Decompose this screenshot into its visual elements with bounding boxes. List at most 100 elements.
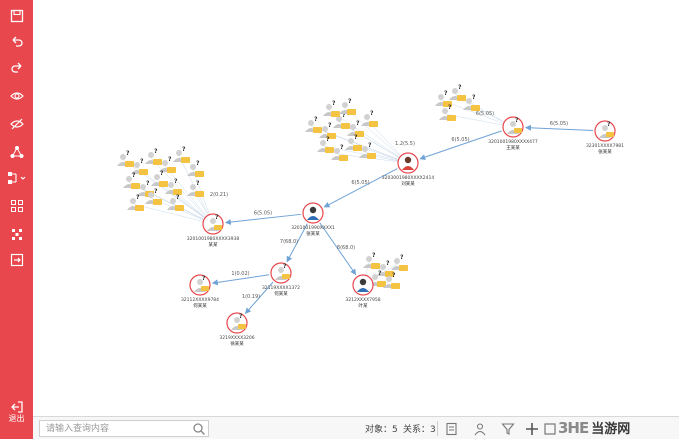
search-input[interactable]	[40, 421, 185, 436]
entity-node[interactable]: ?	[359, 142, 376, 159]
entity-node[interactable]: ?	[361, 110, 378, 127]
entity-node[interactable]: ?	[331, 144, 348, 161]
entity-node[interactable]: ?	[167, 194, 184, 211]
entity-node[interactable]: ?	[317, 136, 334, 153]
relation-edge[interactable]	[319, 222, 357, 276]
person-id-number: 3201001980XXXX3938	[187, 236, 240, 242]
graph-canvas[interactable]: 6(5.05)6(5.05)6(5.05)6(5.05)7(68.0)1(0.0…	[33, 0, 679, 416]
entity-node[interactable]: ?	[145, 188, 162, 205]
entity-node[interactable]: ?	[117, 150, 134, 167]
redo-button[interactable]	[0, 56, 33, 80]
undo-button[interactable]	[0, 30, 33, 54]
edge-label: 6(5.05)	[351, 180, 369, 186]
unknown-person-head	[120, 154, 126, 160]
folder-icon	[399, 265, 408, 271]
unknown-person-head	[380, 264, 386, 270]
person-name-label: 徐某某	[230, 340, 244, 347]
question-mark-icon: ?	[340, 144, 344, 151]
scatter-button[interactable]	[0, 222, 33, 246]
entity-node[interactable]: ?	[165, 178, 182, 195]
question-mark-icon: ?	[354, 134, 358, 141]
folder-icon	[606, 132, 614, 137]
left-toolbar: 退出	[0, 0, 33, 439]
export-button[interactable]	[0, 248, 33, 272]
folder-icon	[471, 105, 480, 111]
entity-node[interactable]: ?	[363, 252, 380, 269]
unknown-person-head	[394, 258, 400, 264]
entity-node[interactable]: ?	[187, 160, 204, 177]
entity-node[interactable]: ?	[187, 180, 204, 197]
relation-edge[interactable]	[524, 124, 594, 131]
male-person-icon	[307, 216, 319, 220]
relation-edge[interactable]	[244, 281, 274, 314]
entity-node[interactable]: ?	[435, 90, 452, 107]
search-icon[interactable]	[192, 422, 206, 436]
network-button[interactable]	[0, 140, 33, 164]
entity-node[interactable]: ?	[127, 194, 144, 211]
entity-node[interactable]: ?	[463, 94, 480, 111]
question-mark-icon: ?	[448, 104, 452, 111]
entity-node[interactable]: ?	[439, 104, 456, 121]
relation-edge[interactable]	[419, 130, 502, 160]
question-mark-icon: ?	[215, 214, 219, 221]
entity-node[interactable]: ?	[339, 98, 356, 115]
exit-button[interactable]: 退出	[0, 400, 33, 436]
person-id-number: 3201001990XXXX1	[291, 225, 335, 231]
layout-button[interactable]	[0, 166, 33, 190]
entity-node[interactable]: ?	[347, 120, 364, 137]
entity-node[interactable]: ?	[151, 170, 168, 187]
exit-label: 退出	[8, 414, 25, 423]
relation-edge[interactable]	[286, 223, 308, 263]
person-tool-button[interactable]	[471, 420, 488, 437]
entity-node[interactable]: ?	[333, 112, 350, 129]
entity-node[interactable]: ?	[319, 122, 336, 139]
folder-icon	[371, 263, 380, 269]
unknown-person-head	[210, 218, 216, 224]
save-button[interactable]	[0, 4, 33, 28]
entity-node[interactable]: ?	[173, 146, 190, 163]
relationship-graph[interactable]: 6(5.05)6(5.05)6(5.05)6(5.05)7(68.0)1(0.0…	[33, 0, 679, 416]
entity-node[interactable]: ?	[159, 156, 176, 173]
entity-node[interactable]: ?	[449, 84, 466, 101]
folder-icon	[457, 95, 466, 101]
folder-icon	[347, 109, 356, 115]
entity-node[interactable]: ?	[131, 158, 148, 175]
entity-node[interactable]: ?	[391, 254, 408, 271]
relation-edge[interactable]	[323, 168, 398, 208]
entity-node[interactable]: ?	[123, 172, 140, 189]
cluster-edge	[344, 107, 409, 164]
grid-button[interactable]	[0, 194, 33, 218]
relation-edge[interactable]	[211, 274, 270, 286]
question-mark-icon: ?	[126, 150, 130, 157]
entity-node[interactable]: ?	[145, 148, 162, 165]
entity-node[interactable]: ?	[305, 116, 322, 133]
show-button[interactable]	[0, 84, 33, 108]
entity-node[interactable]: ?	[377, 260, 394, 277]
entity-tool-icon	[445, 422, 457, 435]
entity-node[interactable]: ?	[323, 100, 340, 117]
pan-tool-button[interactable]	[523, 420, 540, 437]
unknown-person-head	[126, 176, 132, 182]
unknown-person-head	[602, 125, 608, 131]
entity-node[interactable]: ?	[383, 272, 400, 289]
unknown-person-head	[322, 126, 328, 132]
hide-button[interactable]	[0, 112, 33, 136]
unknown-person-head	[130, 198, 136, 204]
entity-tool-button[interactable]	[443, 420, 460, 437]
relation-edge[interactable]	[224, 213, 302, 226]
fit-view-button[interactable]	[541, 420, 558, 437]
question-mark-icon: ?	[176, 194, 180, 201]
edge-label: 6(5.05)	[254, 211, 272, 217]
entity-node[interactable]: ?	[345, 134, 362, 151]
filter-tool-button[interactable]	[499, 420, 516, 437]
question-mark-icon: ?	[202, 275, 206, 282]
